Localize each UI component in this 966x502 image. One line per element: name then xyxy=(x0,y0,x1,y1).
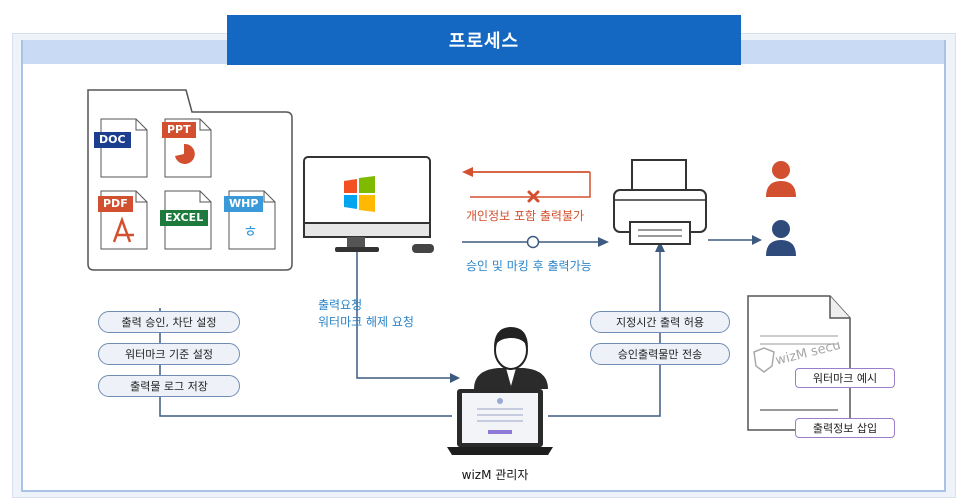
request-line xyxy=(356,252,450,379)
print-info-label: 출력정보 삽입 xyxy=(795,418,895,438)
doc-file-icon: DOC xyxy=(94,118,148,178)
blocked-label: 개인정보 포함 출력불가 xyxy=(466,209,585,223)
whp-glyph: ㅎ xyxy=(243,222,258,241)
watermark-document-icon xyxy=(747,295,851,431)
admin-person-icon xyxy=(474,327,548,389)
shield-icon xyxy=(753,347,775,373)
left-pill-log: 출력물 로그 저장 xyxy=(98,375,240,397)
blocked-person-icon xyxy=(766,161,796,197)
allowed-label: 승인 및 마킹 후 출력가능 xyxy=(466,259,592,273)
right-pill-time: 지정시간 출력 허용 xyxy=(590,311,730,333)
arrow-heads xyxy=(450,235,762,383)
ppt-tag: PPT xyxy=(162,122,196,138)
arrow-head-deliver xyxy=(752,235,762,245)
page-title: 프로세스 xyxy=(227,15,741,65)
left-pill-watermark: 워터마크 기준 설정 xyxy=(98,343,240,365)
excel-tag: EXCEL xyxy=(160,210,209,226)
request-label-2: 워터마크 해제 요청 xyxy=(318,315,414,329)
arrow-head-request xyxy=(450,373,460,383)
watermark-example-label: 워터마크 예시 xyxy=(795,368,895,388)
allowed-node xyxy=(526,235,540,249)
allowed-person-icon xyxy=(766,220,796,256)
printer-icon xyxy=(613,159,707,245)
connection-lines xyxy=(159,239,752,417)
ppt-file-icon: PPT xyxy=(162,118,212,178)
pdf-tag: PDF xyxy=(98,196,133,212)
doc-tag: DOC xyxy=(94,132,131,148)
windows-monitor-icon xyxy=(303,156,434,253)
arrow-head-blocked xyxy=(462,167,473,177)
whp-tag: WHP xyxy=(224,196,264,212)
request-label-1: 출력요청 xyxy=(318,298,363,312)
pdf-file-icon: PDF xyxy=(98,190,148,250)
block-x-icon xyxy=(527,190,540,203)
laptop-icon xyxy=(447,389,553,455)
whp-file-icon: WHP ㅎ xyxy=(224,190,276,250)
arrow-head-allowed xyxy=(598,237,609,247)
arrow-head-printer-up xyxy=(655,241,665,252)
left-pill-approve: 출력 승인, 차단 설정 xyxy=(98,311,240,333)
excel-file-icon: EXCEL xyxy=(160,190,212,250)
admin-label: wizM 관리자 xyxy=(461,468,529,482)
right-pill-send: 승인출력물만 전송 xyxy=(590,343,730,365)
right-pill-line xyxy=(548,249,661,417)
